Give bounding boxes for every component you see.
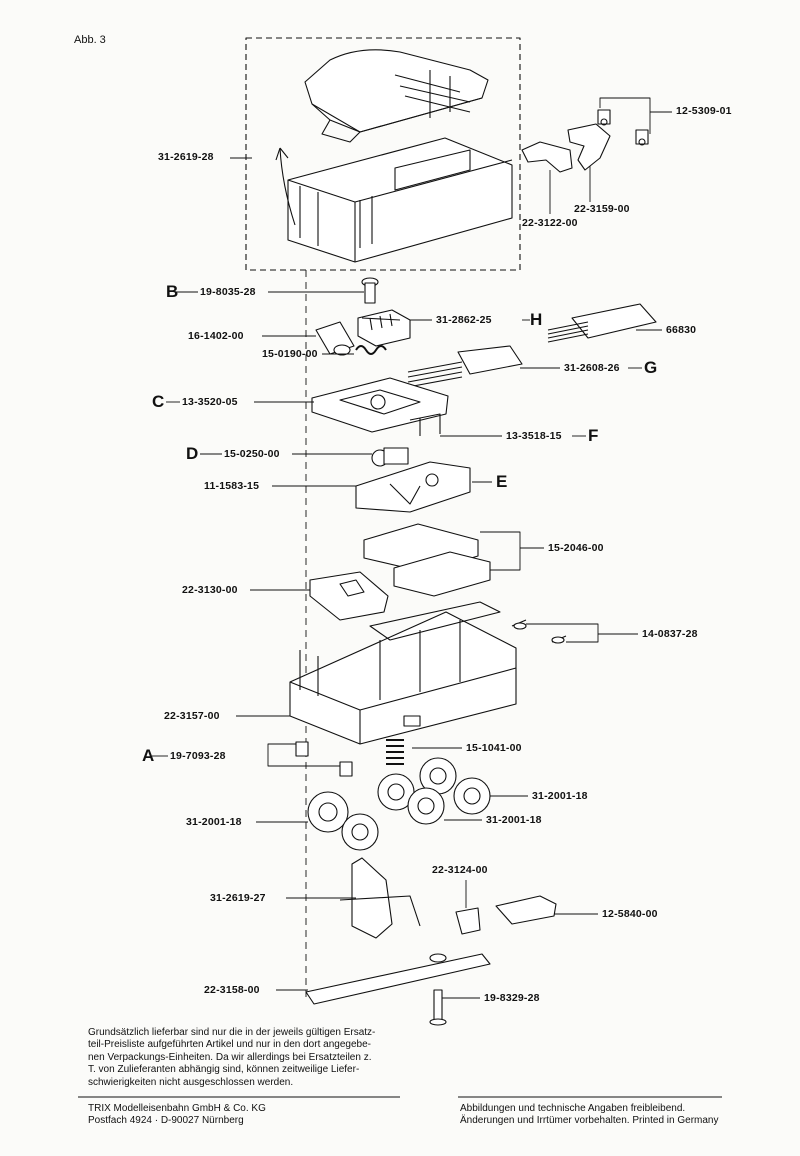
motor-housing [275, 137, 513, 263]
availability-note: Grundsätzlich lieferbar sind nur die in … [88, 1027, 408, 1089]
part-22-3122-00 [521, 141, 573, 173]
letter-d: D [186, 444, 199, 463]
note-line: nen Verpackungs-Einheiten. Da wir allerd… [88, 1051, 372, 1063]
part-15-0250-00 [371, 447, 409, 467]
part-31-2862-25 [357, 309, 411, 347]
label-31-2608-26: 31-2608-26 [564, 362, 620, 374]
note-line: Grundsätzlich lieferbar sind nur die in … [88, 1027, 376, 1038]
label-31-2862-25: 31-2862-25 [436, 314, 492, 326]
letter-c: C [152, 392, 165, 411]
label-22-3158-00: 22-3158-00 [204, 984, 260, 996]
leader-lines [152, 97, 672, 999]
rights-notice: Abbildungen und technische Angaben freib… [460, 1103, 718, 1128]
letter-b: B [166, 282, 179, 301]
part-19-8035-28 [361, 277, 379, 304]
label-31-2001-18-c: 31-2001-18 [186, 816, 242, 828]
company-postbox: Postfach 4924 · D-90027 Nürnberg [88, 1115, 244, 1127]
label-19-7093-28: 19-7093-28 [170, 750, 226, 762]
note-line: T. von Zulieferanten abhängig sind, könn… [88, 1064, 360, 1076]
label-19-8329-28: 19-8329-28 [484, 992, 540, 1004]
label-15-1041-00: 15-1041-00 [466, 742, 522, 754]
note-line: teil-Preisliste aufgeführten Artikel und… [88, 1039, 371, 1051]
label-14-0837-28: 14-0837-28 [642, 628, 698, 640]
note-line: schwierigkeiten nicht ausgeschlossen wer… [88, 1076, 294, 1088]
label-66830: 66830 [666, 324, 697, 336]
label-31-2619-27: 31-2619-27 [210, 892, 266, 904]
label-19-8035-28: 19-8035-28 [200, 286, 256, 298]
label-12-5309-01: 12-5309-01 [676, 105, 732, 117]
label-22-3124-00: 22-3124-00 [432, 864, 488, 876]
letter-g: G [644, 358, 658, 377]
letter-e: E [496, 472, 508, 491]
label-16-1402-00: 16-1402-00 [188, 330, 244, 342]
figure-title: Abb. 3 [74, 34, 106, 46]
part-31-2001-18 [307, 757, 491, 851]
part-22-3157-00 [289, 601, 517, 745]
part-15-0190-00 [355, 345, 387, 355]
label-31-2001-18-a: 31-2001-18 [532, 790, 588, 802]
letter-f: F [588, 426, 599, 445]
label-12-5840-00: 12-5840-00 [602, 908, 658, 920]
label-22-3122-00: 22-3122-00 [522, 217, 578, 229]
letter-h: H [530, 310, 543, 329]
label-22-3159-00: 22-3159-00 [574, 203, 630, 215]
label-13-3520-05: 13-3520-05 [182, 396, 238, 408]
part-12-5309-01 [597, 109, 649, 146]
company-name: TRIX Modelleisenbahn GmbH & Co. KG [88, 1103, 266, 1114]
part-15-2046-00 [363, 523, 491, 597]
part-15-1041-00 [386, 739, 404, 765]
label-15-0190-00: 15-0190-00 [262, 348, 318, 360]
part-13-3518-15 [409, 413, 441, 436]
label-13-3518-15: 13-3518-15 [506, 430, 562, 442]
part-13-3520-05 [311, 377, 449, 433]
label-31-2619-28: 31-2619-28 [158, 151, 214, 163]
label-15-0250-00: 15-0250-00 [224, 448, 280, 460]
part-14-0837-28 [511, 619, 567, 644]
company-address: TRIX Modelleisenbahn GmbH & Co. KG Postf… [88, 1103, 266, 1128]
part-22-3158-00 [305, 953, 491, 1005]
part-19-8329-28 [429, 989, 447, 1026]
label-31-2001-18-b: 31-2001-18 [486, 814, 542, 826]
label-15-2046-00: 15-2046-00 [548, 542, 604, 554]
part-11-1583-15 [355, 461, 471, 513]
top-cover [304, 49, 489, 143]
letter-a: A [142, 746, 155, 765]
housing-dashed-frame [245, 37, 521, 271]
part-12-5840-00 [495, 895, 557, 925]
label-11-1583-15: 11-1583-15 [204, 480, 260, 492]
label-22-3130-00: 22-3130-00 [182, 584, 238, 596]
part-66830 [547, 303, 657, 343]
part-16-1402-00 [315, 321, 355, 356]
label-22-3157-00: 22-3157-00 [164, 710, 220, 722]
rights-line-2: Änderungen und Irrtümer vorbehalten. Pri… [460, 1115, 719, 1127]
part-19-7093-28 [295, 741, 353, 777]
part-31-2608-26 [407, 345, 523, 388]
part-22-3159-00 [567, 123, 611, 171]
rights-line-1: Abbildungen und technische Angaben freib… [460, 1103, 686, 1114]
part-22-3124-00 [455, 907, 481, 935]
